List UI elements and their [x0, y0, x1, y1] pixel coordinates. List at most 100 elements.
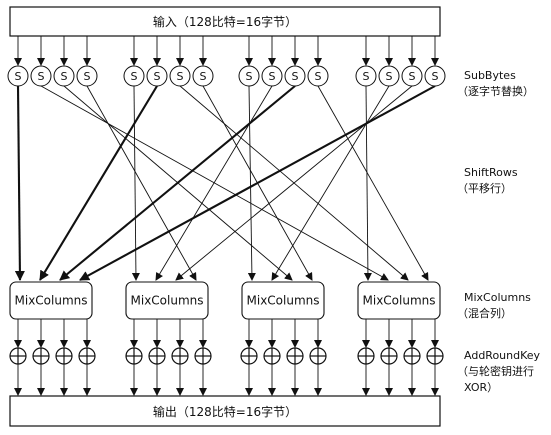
- mixcolumns-output-arrows: [14, 319, 439, 348]
- mixcolumns-box: MixColumns: [357, 281, 441, 320]
- shiftrows-subtitle: （平移行）: [457, 182, 512, 195]
- mixcolumns-box: MixColumns: [9, 281, 93, 320]
- shiftrows-arrow: [14, 85, 25, 281]
- addroundkey-output-arrows: [14, 364, 439, 396]
- xor-icon: [171, 347, 189, 365]
- output-box: [9, 395, 441, 427]
- shiftrows-arrows: [14, 85, 436, 281]
- sbox: S: [169, 65, 191, 87]
- sbox: S: [238, 65, 260, 87]
- xor-icon: [9, 347, 27, 365]
- sbox-ellipse: [53, 65, 75, 87]
- shiftrows-title: ShiftRows: [464, 166, 518, 179]
- sbox-ellipse: [284, 65, 306, 87]
- mixcolumns-box: MixColumns: [125, 281, 209, 320]
- side-label-addroundkey: AddRoundKey （与轮密钥进行 XOR）: [457, 349, 541, 394]
- addroundkey-row: [9, 347, 444, 365]
- mixcolumns-box: MixColumns: [241, 281, 325, 320]
- shiftrows-arrow: [271, 85, 390, 281]
- sbox-label: S: [292, 70, 299, 83]
- xor-icon: [194, 347, 212, 365]
- sbox-ellipse: [238, 65, 260, 87]
- sbox: S: [424, 65, 446, 87]
- sbox: S: [261, 65, 283, 87]
- sbox-label: S: [131, 70, 138, 83]
- sbox: S: [7, 65, 29, 87]
- xor-icon: [148, 347, 166, 365]
- sbox: S: [284, 65, 306, 87]
- shiftrows-arrow: [202, 85, 313, 281]
- shiftrows-arrow: [317, 85, 429, 281]
- xor-icon: [309, 347, 327, 365]
- xor-icon: [380, 347, 398, 365]
- mixcolumns-title: MixColumns: [464, 291, 531, 304]
- side-label-shiftrows: ShiftRows （平移行）: [457, 166, 518, 195]
- sbox-label: S: [200, 70, 207, 83]
- sbox-ellipse: [401, 65, 423, 87]
- mixcolumns-rect: [125, 281, 209, 320]
- shiftrows-arrow: [131, 85, 140, 281]
- sbox-ellipse: [146, 65, 168, 87]
- mixcolumns-row: MixColumns MixColumns MixColumns MixColumns: [9, 281, 441, 320]
- sbox-label: S: [38, 70, 45, 83]
- xor-icon: [357, 347, 375, 365]
- sbox-label: S: [315, 70, 322, 83]
- sbox-ellipse: [30, 65, 52, 87]
- sbox: S: [307, 65, 329, 87]
- mixcolumns-label: MixColumns: [15, 294, 88, 308]
- sbox-label: S: [154, 70, 161, 83]
- input-label: 输入（128比特=16字节）: [153, 14, 297, 29]
- sbox-ellipse: [307, 65, 329, 87]
- sbox-ellipse: [76, 65, 98, 87]
- subbytes-title: SubBytes: [464, 69, 516, 82]
- mixcolumns-rect: [357, 281, 441, 320]
- xor-icon: [55, 347, 73, 365]
- sbox-ellipse: [355, 65, 377, 87]
- sbox: S: [53, 65, 75, 87]
- xor-icon: [78, 347, 96, 365]
- xor-icon: [32, 347, 50, 365]
- xor-icon: [426, 347, 444, 365]
- sbox-label: S: [432, 70, 439, 83]
- sbox: S: [123, 65, 145, 87]
- output-label: 输出（128比特=16字节）: [153, 404, 297, 419]
- side-label-mixcolumns: MixColumns （混合列）: [457, 291, 531, 320]
- mixcolumns-label: MixColumns: [363, 294, 436, 308]
- sbox-label: S: [177, 70, 184, 83]
- sbox: S: [355, 65, 377, 87]
- sbox-label: S: [409, 70, 416, 83]
- shiftrows-arrow: [179, 85, 409, 281]
- subbytes-subtitle: （逐字节替换）: [457, 84, 534, 98]
- shiftrows-arrow: [86, 85, 197, 281]
- shiftrows-arrow: [39, 85, 158, 281]
- xor-icon: [240, 347, 258, 365]
- sbox: S: [378, 65, 400, 87]
- sbox: S: [192, 65, 214, 87]
- sbox-ellipse: [7, 65, 29, 87]
- xor-icon: [403, 347, 421, 365]
- shiftrows-arrow: [63, 85, 293, 281]
- addroundkey-subtitle: （与轮密钥进行: [457, 364, 534, 378]
- sbox-ellipse: [169, 65, 191, 87]
- addroundkey-subtitle-2: XOR）: [464, 381, 498, 394]
- sbox: S: [76, 65, 98, 87]
- addroundkey-title: AddRoundKey: [464, 349, 541, 362]
- sbox-ellipse: [261, 65, 283, 87]
- sbox-label: S: [246, 70, 253, 83]
- sbox-ellipse: [192, 65, 214, 87]
- xor-icon: [125, 347, 143, 365]
- input-box: [9, 6, 441, 37]
- sbox-label: S: [84, 70, 91, 83]
- mixcolumns-subtitle: （混合列）: [457, 306, 512, 320]
- mixcolumns-rect: [241, 281, 325, 320]
- sbox-label: S: [269, 70, 276, 83]
- shiftrows-arrow: [40, 85, 389, 281]
- sbox-label: S: [363, 70, 370, 83]
- sbox: S: [401, 65, 423, 87]
- sbox: S: [146, 65, 168, 87]
- sbox-ellipse: [378, 65, 400, 87]
- shiftrows-arrow: [363, 85, 372, 281]
- sbox-ellipse: [123, 65, 145, 87]
